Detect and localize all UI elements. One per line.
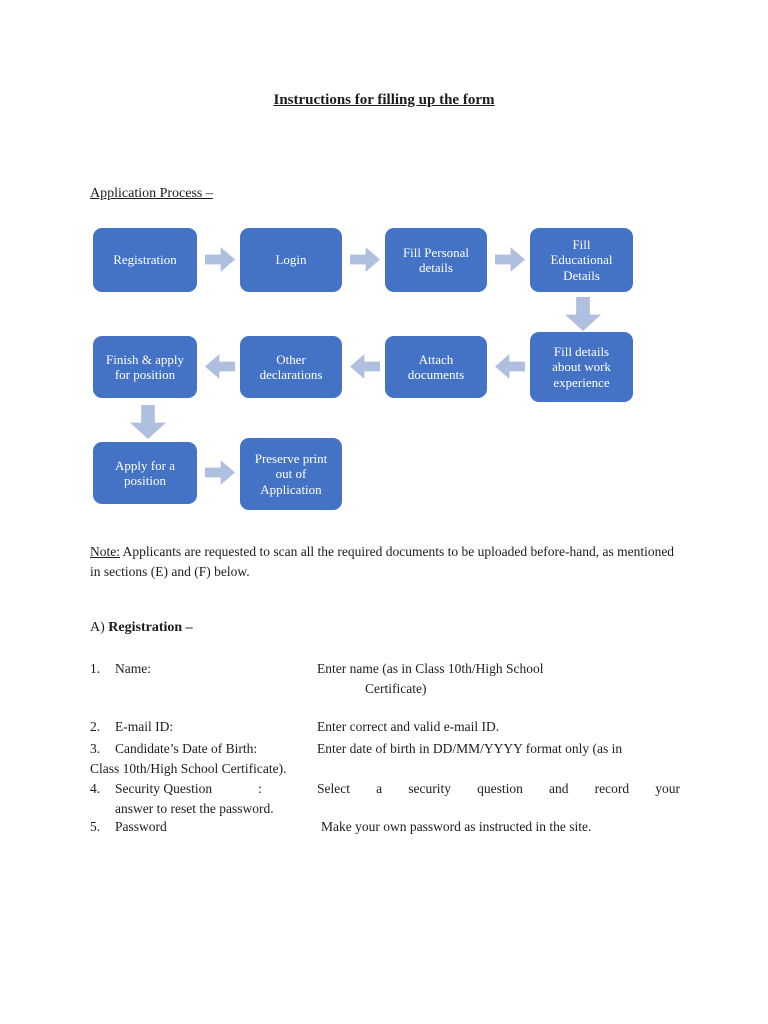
list-item-name: 1. Name: Enter name (as in Class 10th/Hi… [90, 659, 680, 699]
note-text: Applicants are requested to scan all the… [90, 544, 675, 579]
application-process-flowchart: Registration Login Fill Personal details… [92, 228, 638, 512]
flow-step-apply-for-position: Apply for a position [93, 442, 197, 504]
flow-step-other-declarations: Other declarations [240, 336, 342, 398]
item-label: Name: [115, 661, 151, 676]
item-label: Security Question [115, 781, 213, 796]
word: a [376, 781, 383, 796]
arrow-left-icon [205, 354, 235, 379]
arrow-left-icon [495, 354, 525, 379]
arrow-right-icon [350, 247, 380, 272]
registration-heading-prefix: A) [90, 620, 109, 635]
registration-heading-title: Registration – [108, 620, 193, 635]
list-item-date-of-birth: 3. Candidate’s Date of Birth: Enter date… [90, 739, 680, 779]
item-label: Password [115, 819, 167, 834]
item-description: Enter date of birth in DD/MM/YYYY format… [317, 741, 623, 756]
item-description-continuation: Class 10th/High School Certificate). [90, 761, 287, 776]
item-description: Make your own password as instructed in … [321, 819, 592, 834]
item-number: 3. [90, 741, 101, 756]
registration-heading: A) Registration – [90, 620, 193, 636]
item-number: 1. [90, 661, 101, 676]
word: and [549, 781, 569, 796]
item-description: Enter name (as in Class 10th/High School… [317, 659, 680, 699]
arrow-left-icon [350, 354, 380, 379]
item-number: 4. [90, 781, 101, 796]
arrow-down-icon [565, 297, 601, 331]
arrow-down-icon [130, 405, 166, 439]
item-number: 5. [90, 819, 101, 834]
flow-step-finish-and-apply: Finish & apply for position [93, 336, 197, 398]
note-label: Note: [90, 544, 120, 559]
word: your [655, 781, 680, 796]
flow-step-work-experience: Fill details about work experience [530, 332, 633, 402]
item-label: Candidate’s Date of Birth: [115, 741, 258, 756]
item-colon: : [258, 781, 262, 796]
list-item-password: 5. Password Make your own password as in… [90, 817, 680, 837]
arrow-right-icon [205, 247, 235, 272]
list-item-email: 2. E-mail ID: Enter correct and valid e-… [90, 717, 680, 737]
arrow-right-icon [205, 460, 235, 485]
flow-step-registration: Registration [93, 228, 197, 292]
item-description-line1: Enter name (as in Class 10th/High School [317, 661, 544, 676]
item-label: E-mail ID: [115, 719, 174, 734]
arrow-right-icon [495, 247, 525, 272]
word: record [594, 781, 630, 796]
word: question [477, 781, 523, 796]
item-description: Enter correct and valid e-mail ID. [317, 719, 500, 734]
note-paragraph: Note: Applicants are requested to scan a… [90, 542, 682, 582]
word: Select [317, 781, 350, 796]
flow-step-fill-personal-details: Fill Personal details [385, 228, 487, 292]
flow-step-attach-documents: Attach documents [385, 336, 487, 398]
item-description: Select a security question and record yo… [317, 779, 680, 799]
flow-step-preserve-printout: Preserve print out of Application [240, 438, 342, 510]
item-number: 2. [90, 719, 101, 734]
item-description-line2: answer to reset the password. [115, 801, 274, 816]
application-process-heading: Application Process – [90, 186, 213, 201]
flow-step-fill-educational-details: Fill Educational Details [530, 228, 633, 292]
list-item-security-question: 4. Security Question : Select a security… [90, 779, 680, 819]
page-title: Instructions for filling up the form [273, 92, 495, 108]
flow-step-login: Login [240, 228, 342, 292]
word: security [408, 781, 451, 796]
item-description-line2: Certificate) [365, 681, 427, 696]
